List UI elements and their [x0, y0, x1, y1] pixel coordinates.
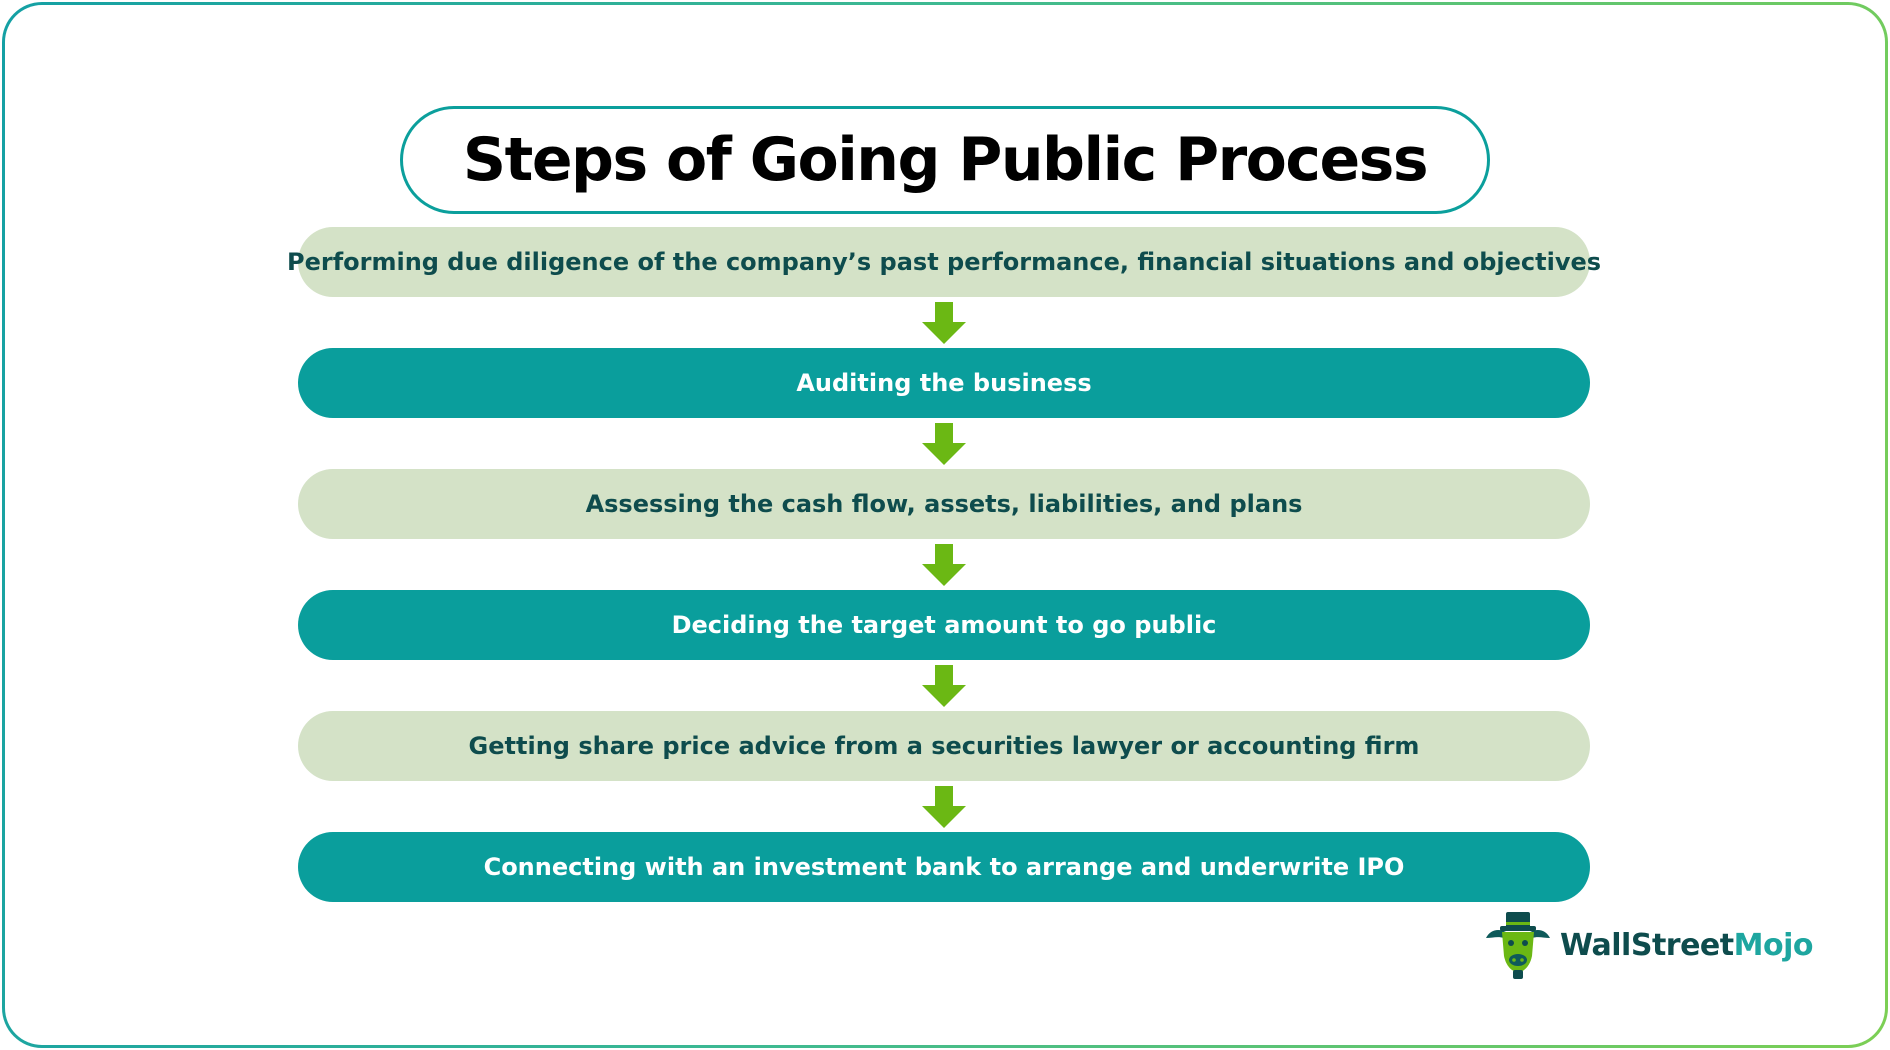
brand-name-part2: Mojo	[1733, 927, 1814, 963]
step-3-box: Assessing the cash flow, assets, liabili…	[298, 469, 1590, 539]
step-6-label: Connecting with an investment bank to ar…	[483, 853, 1405, 881]
diagram-title: Steps of Going Public Process	[462, 125, 1429, 195]
bull-mascot-icon	[1486, 912, 1550, 979]
process-flow: Performing due diligence of the company’…	[287, 227, 1601, 902]
brand-name: WallStreetMojo	[1560, 928, 1813, 963]
step-3-label: Assessing the cash flow, assets, liabili…	[585, 490, 1303, 518]
down-arrow-icon	[298, 660, 1590, 711]
step-2-label: Auditing the business	[796, 369, 1092, 397]
down-arrow-icon	[298, 539, 1590, 590]
step-5-box: Getting share price advice from a securi…	[298, 711, 1590, 781]
step-1-label: Performing due diligence of the company’…	[286, 248, 1602, 276]
brand-name-part1: WallStreet	[1560, 927, 1734, 963]
step-4-box: Deciding the target amount to go public	[298, 590, 1590, 660]
step-2-box: Auditing the business	[298, 348, 1590, 418]
down-arrow-icon	[298, 781, 1590, 832]
step-5-label: Getting share price advice from a securi…	[468, 732, 1420, 760]
brand-logo: WallStreetMojo	[1482, 910, 1813, 980]
step-6-box: Connecting with an investment bank to ar…	[298, 832, 1590, 902]
step-1-box: Performing due diligence of the company’…	[287, 227, 1601, 297]
down-arrow-icon	[298, 297, 1590, 348]
down-arrow-icon	[298, 418, 1590, 469]
title-box: Steps of Going Public Process	[400, 106, 1490, 214]
step-4-label: Deciding the target amount to go public	[671, 611, 1217, 639]
